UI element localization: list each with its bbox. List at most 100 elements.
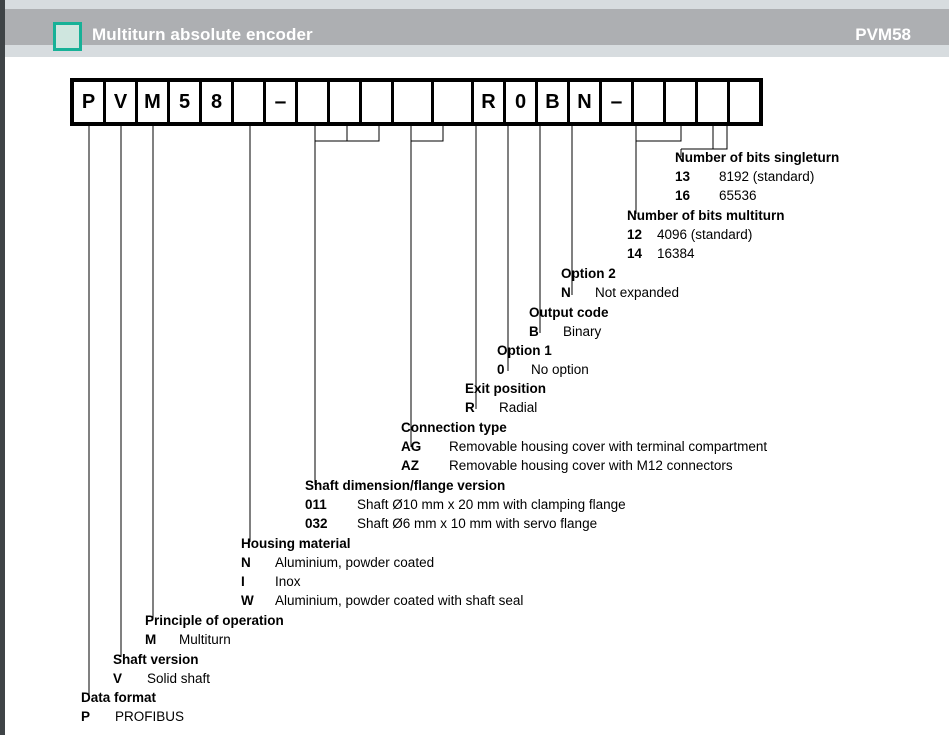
section-heading: Exit position	[465, 381, 546, 396]
option-code: V	[113, 671, 123, 686]
order-code-cell	[394, 82, 431, 122]
leader-lines	[88, 122, 728, 695]
order-code-cell: R	[474, 82, 503, 122]
order-code-cell: 5	[170, 82, 199, 122]
order-code-cell: –	[266, 82, 295, 122]
option-row: 14 16384	[627, 244, 785, 263]
order-code-cell	[634, 82, 663, 122]
section-heading: Housing material	[241, 536, 351, 551]
option-description: 4096 (standard)	[657, 227, 753, 242]
option-row: R Radial	[465, 398, 546, 417]
option-row: V Solid shaft	[113, 669, 210, 688]
order-code-cell: 0	[506, 82, 535, 122]
model-label: PVM58	[855, 25, 911, 44]
option-description: Not expanded	[595, 285, 680, 300]
option-row: B Binary	[529, 322, 609, 341]
option-code: 13	[675, 169, 691, 184]
section-number-of-bits-multiturn: Number of bits multiturn 12 4096 (standard…	[627, 206, 785, 263]
section-heading: Output code	[529, 305, 609, 320]
option-row: I Inox	[241, 572, 523, 591]
option-code: M	[145, 632, 157, 647]
option-description: Aluminium, powder coated with shaft seal	[275, 593, 524, 608]
section-heading: Principle of operation	[145, 613, 284, 628]
option-row: 16 65536	[675, 186, 839, 205]
option-code: B	[529, 324, 539, 339]
option-code: R	[465, 400, 475, 415]
option-row: 12 4096 (standard)	[627, 225, 785, 244]
option-code: N	[241, 555, 251, 570]
option-description: Removable housing cover with M12 connect…	[449, 458, 733, 473]
section-heading: Shaft dimension/flange version	[305, 478, 506, 493]
option-row: AZ Removable housing cover with M12 conne…	[401, 456, 767, 475]
option-description: 65536	[719, 188, 757, 203]
order-code-cell: B	[538, 82, 567, 122]
option-code: 011	[305, 497, 327, 512]
option-description: Binary	[563, 324, 602, 339]
order-code-cell: 8	[202, 82, 231, 122]
order-code-cell: N	[570, 82, 599, 122]
option-row: W Aluminium, powder coated with shaft sea…	[241, 591, 523, 610]
order-code-cell	[362, 82, 391, 122]
section-option-2: Option 2 N Not expanded	[561, 264, 679, 302]
option-row: 13 8192 (standard)	[675, 167, 839, 186]
option-description: Aluminium, powder coated	[275, 555, 435, 570]
option-row: M Multiturn	[145, 630, 284, 649]
section-heading: Option 2	[561, 266, 616, 281]
option-description: Shaft Ø10 mm x 20 mm with clamping flang…	[357, 497, 626, 512]
order-code-cell: V	[106, 82, 135, 122]
section-heading: Number of bits singleturn	[675, 150, 840, 165]
option-description: Radial	[499, 400, 538, 415]
option-code: I	[241, 574, 245, 589]
order-code-cell	[698, 82, 727, 122]
option-description: 16384	[657, 246, 695, 261]
section-heading: Number of bits multiturn	[627, 208, 785, 223]
section-heading: Connection type	[401, 420, 507, 435]
option-description: Multiturn	[179, 632, 231, 647]
header-bar: Multiturn absolute encoder PVM58	[5, 9, 949, 51]
option-code: AZ	[401, 458, 419, 473]
order-code-cell	[434, 82, 471, 122]
option-row: N Aluminium, powder coated	[241, 553, 523, 572]
order-code-cell: M	[138, 82, 167, 122]
option-code: 16	[675, 188, 691, 203]
section-heading: Option 1	[497, 343, 552, 358]
option-row: N Not expanded	[561, 283, 679, 302]
option-description: Inox	[275, 574, 301, 589]
option-row: 011 Shaft Ø10 mm x 20 mm with clamping fl…	[305, 495, 626, 514]
order-code-cell	[666, 82, 695, 122]
section-heading: Shaft version	[113, 652, 199, 667]
page-title: Multiturn absolute encoder	[92, 25, 313, 44]
option-code: P	[81, 709, 91, 724]
option-code: N	[561, 285, 571, 300]
option-description: Shaft Ø6 mm x 10 mm with servo flange	[357, 516, 598, 531]
order-code-cell	[730, 82, 759, 122]
page-left-edge	[0, 0, 5, 735]
order-code-cell	[330, 82, 359, 122]
section-heading: Data format	[81, 690, 157, 705]
order-code-cell	[298, 82, 327, 122]
option-code: 12	[627, 227, 643, 242]
option-description: Solid shaft	[147, 671, 211, 686]
option-code: 14	[627, 246, 643, 261]
section-number-of-bits-singleturn: Number of bits singleturn 13 8192 (standar…	[675, 148, 839, 205]
option-description: 8192 (standard)	[719, 169, 815, 184]
order-code-cell: P	[74, 82, 103, 122]
option-description: Removable housing cover with terminal co…	[449, 439, 768, 454]
order-code-cell: –	[602, 82, 631, 122]
option-code: W	[241, 593, 254, 608]
order-code-cell	[234, 82, 263, 122]
